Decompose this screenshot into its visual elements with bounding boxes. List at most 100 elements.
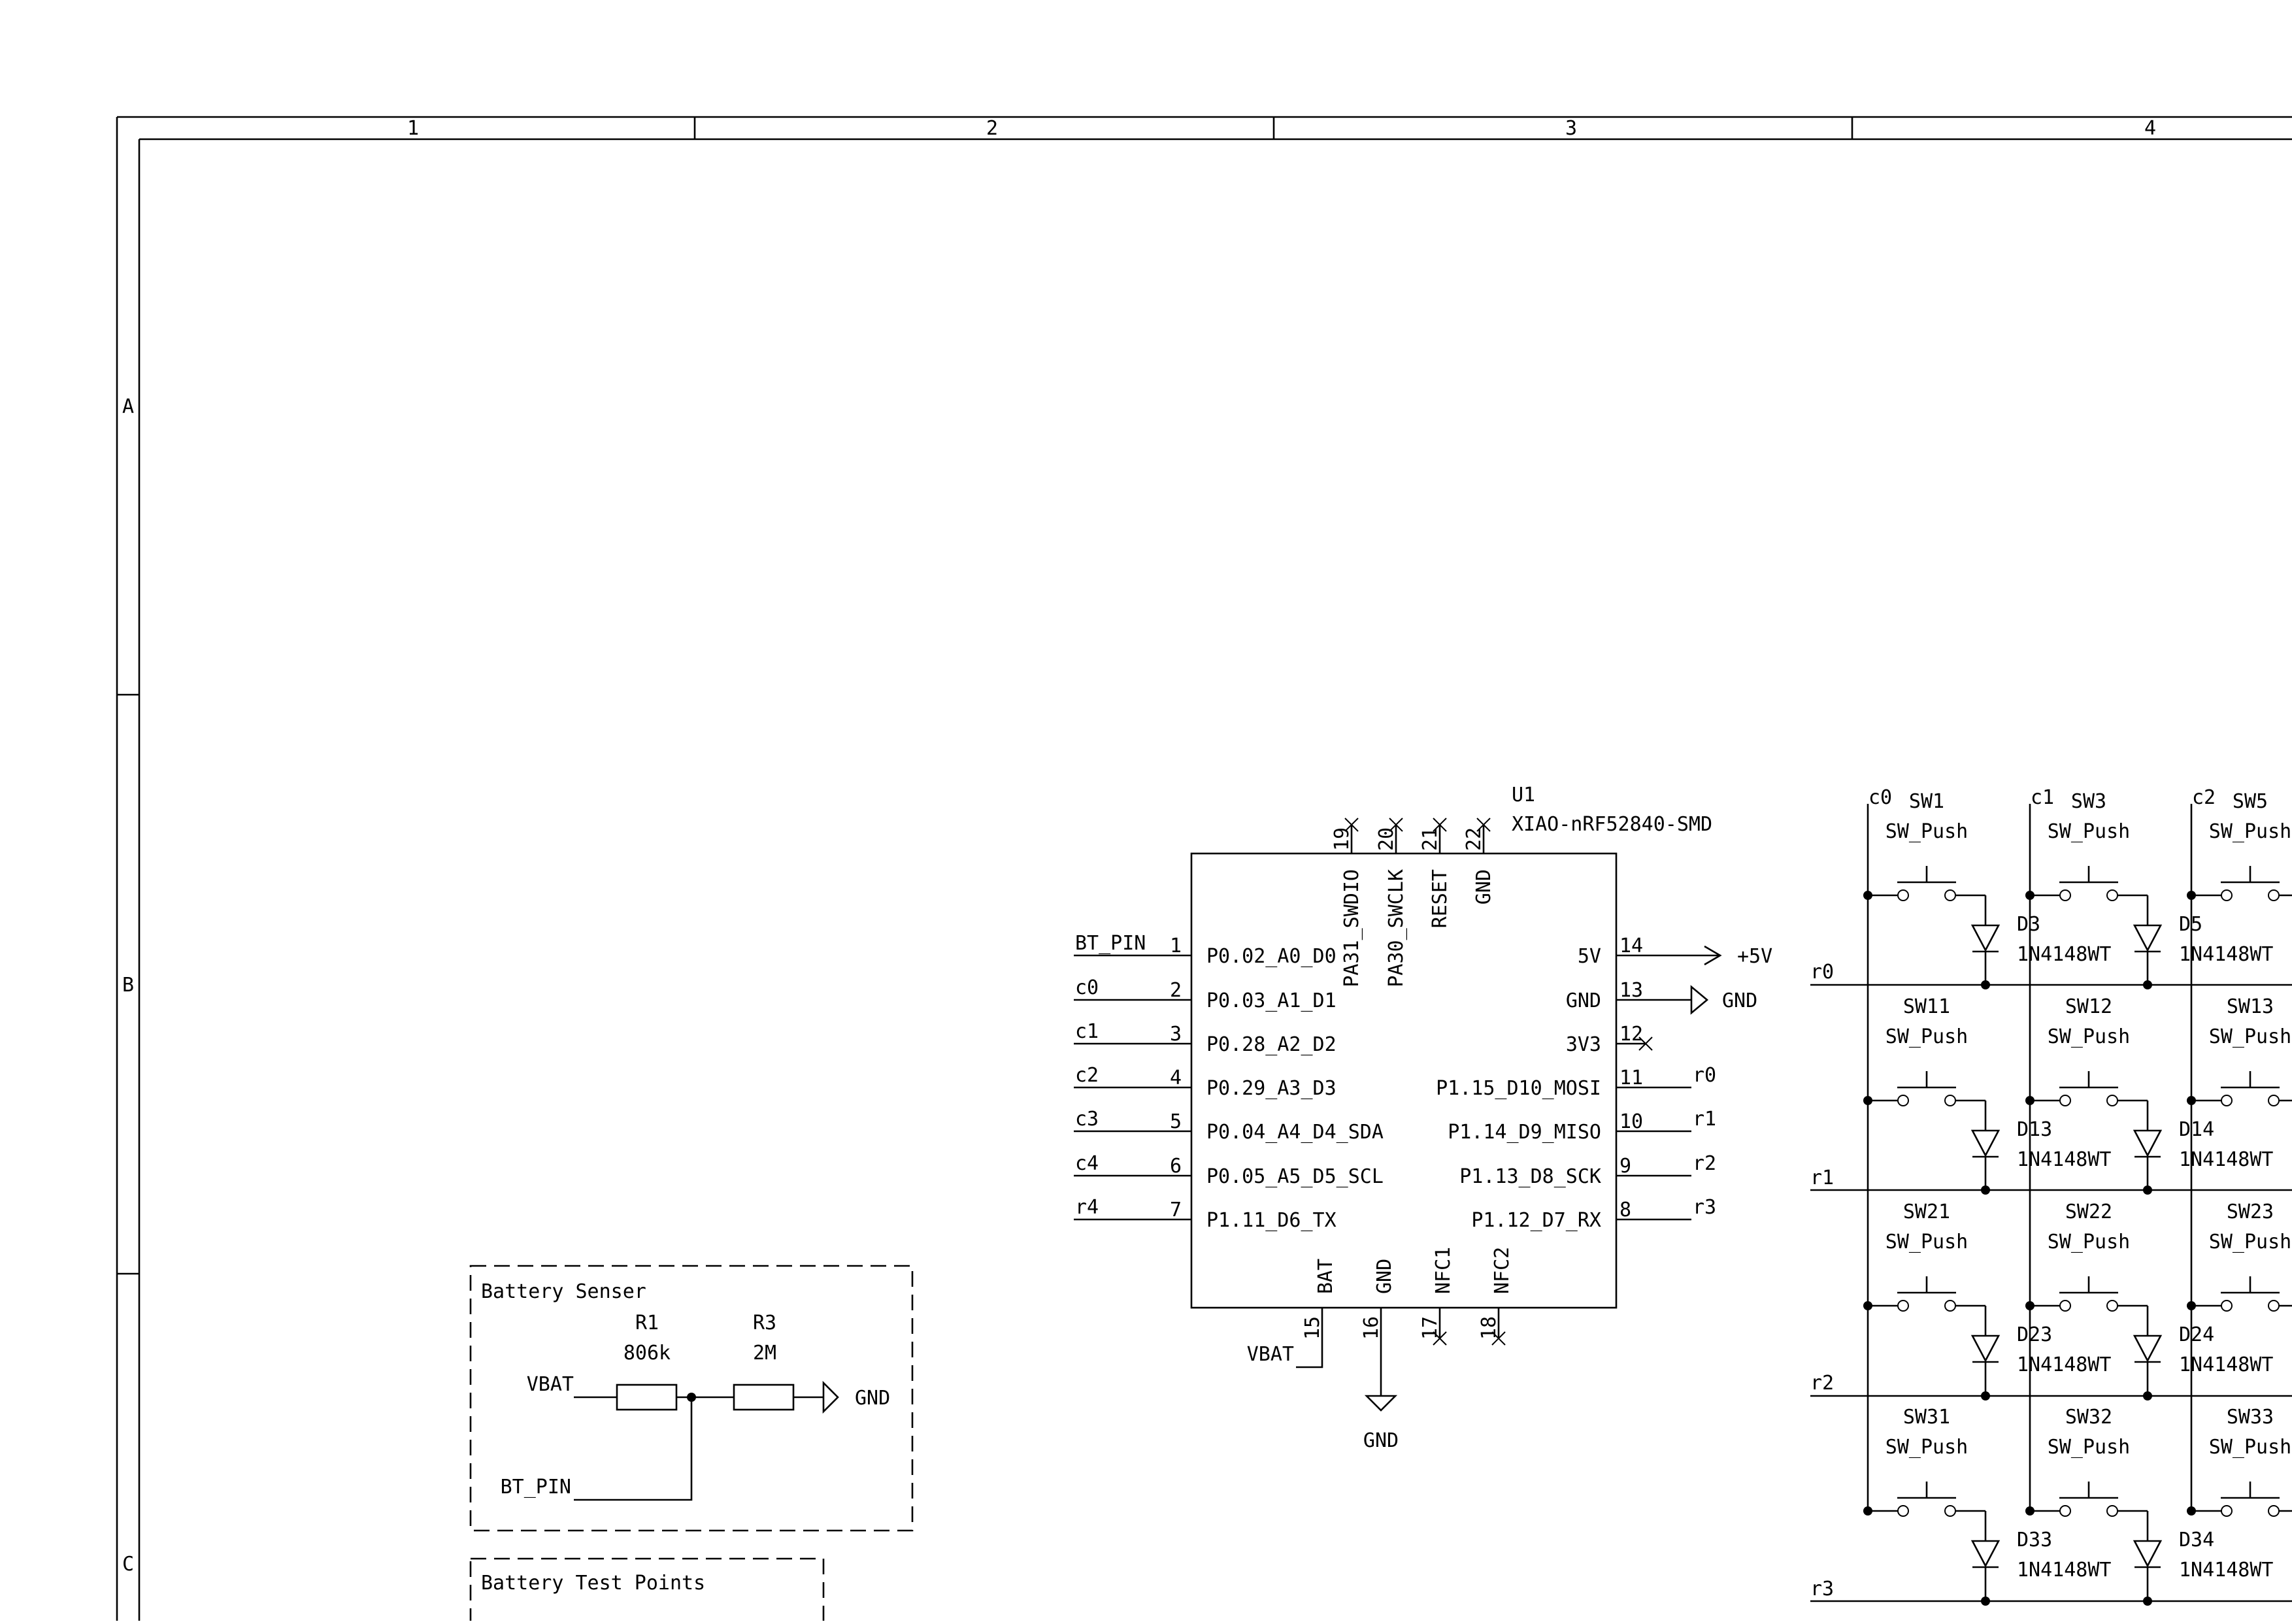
switch-contact — [1897, 1300, 1909, 1312]
diode-reference: D13 — [2017, 1118, 2052, 1141]
diode-value: 1N4148WT — [2017, 943, 2112, 966]
net-label: r4 — [1075, 1196, 1099, 1219]
u1-reference: U1 — [1512, 784, 1535, 806]
u1-pin-number: 14 — [1619, 935, 1643, 957]
diode-reference: D24 — [2179, 1323, 2214, 1346]
row-label-r3: r3 — [1810, 1578, 1834, 1600]
net-label: c3 — [1075, 1108, 1099, 1131]
switch-value: SW_Push — [1885, 1025, 1968, 1048]
u1-pin-name: P0.04_A4_D4_SDA — [1206, 1121, 1384, 1144]
row-label-r0: r0 — [1810, 961, 1834, 984]
net-label: c2 — [1075, 1064, 1099, 1087]
junction-dot — [2143, 1391, 2152, 1400]
u1-left-pin-4: 4 P0.29_A3_D3 c2 — [1074, 1064, 1337, 1100]
u1-right-pin-8: 8 P1.12_D7_RX r3 — [1471, 1196, 1716, 1232]
u1-pin-name: P1.14_D9_MISO — [1448, 1121, 1601, 1144]
switch-value: SW_Push — [2209, 1025, 2291, 1048]
btpin-label: BT_PIN — [501, 1476, 571, 1499]
u1-pin-name: PA30_SWCLK — [1385, 869, 1408, 987]
u1-left-pin-2: 2 P0.03_A1_D1 c0 — [1074, 976, 1337, 1012]
junction-dot — [2143, 1597, 2152, 1606]
switch-contact — [1897, 889, 1909, 901]
r3-reference: R3 — [753, 1312, 776, 1334]
switch-reference: SW22 — [2065, 1201, 2112, 1223]
switch-value: SW_Push — [1885, 1436, 1968, 1459]
u1-top-pin-19: 19 PA31_SWDIO — [1331, 818, 1363, 987]
battery-sensor-title: Battery Senser — [481, 1280, 646, 1303]
u1-pin-number: 8 — [1619, 1199, 1631, 1221]
frame-row-B: B — [122, 974, 134, 997]
u1-body — [1190, 852, 1618, 1309]
u1-pin-number: 9 — [1619, 1155, 1631, 1178]
switch-contact — [1897, 1505, 1909, 1517]
junction-dot — [1981, 1391, 1990, 1400]
diode-reference: D33 — [2017, 1529, 2052, 1551]
diode-body — [2133, 924, 2163, 952]
diode-value: 1N4148WT — [2179, 943, 2274, 966]
switch-reference: SW3 — [2071, 790, 2106, 813]
r3-value: 2M — [753, 1342, 776, 1365]
net-label: c0 — [1075, 976, 1099, 999]
u1-pin-number: 16 — [1360, 1316, 1383, 1340]
diode-body — [1970, 1334, 2001, 1363]
switch-reference: SW31 — [1903, 1406, 1950, 1429]
switch-reference: SW13 — [2227, 995, 2274, 1018]
u1-pin-number: 12 — [1619, 1023, 1643, 1046]
switch-contact — [1944, 1300, 1956, 1312]
u1-bottom-pin-16: 16 GND GND — [1360, 1259, 1399, 1452]
switch-contact — [2221, 1505, 2233, 1517]
battery-sensor-block: Battery Senser R1 806k R3 2M VBAT BT_PIN… — [469, 1265, 914, 1532]
switch-contact — [1944, 889, 1956, 901]
u1-pin-name: PA31_SWDIO — [1340, 869, 1363, 987]
u1-left-pin-7: 7 P1.11_D6_TX r4 — [1074, 1196, 1337, 1232]
u1-pin-name: GND — [1472, 869, 1495, 904]
diode-value: 1N4148WT — [2017, 1353, 2112, 1376]
frame-row-C: C — [122, 1553, 134, 1576]
junction-dot — [1981, 1597, 1990, 1606]
u1-left-pin-5: 5 P0.04_A4_D4_SDA c3 — [1074, 1108, 1384, 1144]
junction-dot — [2143, 980, 2152, 989]
u1-pin-name: P1.11_D6_TX — [1206, 1209, 1337, 1232]
switch-contact — [1944, 1095, 1956, 1106]
u1-left-pin-3: 3 P0.28_A2_D2 c1 — [1074, 1020, 1337, 1056]
u1-pin-number: 3 — [1170, 1023, 1182, 1046]
u1-pin-number: 1 — [1170, 935, 1182, 957]
switch-reference: SW32 — [2065, 1406, 2112, 1429]
battery-test-points-title: Battery Test Points — [481, 1572, 705, 1595]
net-label: r3 — [1693, 1196, 1716, 1219]
net-label: c1 — [1075, 1020, 1099, 1043]
switch-value: SW_Push — [2209, 1231, 2291, 1253]
switch-reference: SW21 — [1903, 1201, 1950, 1223]
switch-value: SW_Push — [2209, 1436, 2291, 1459]
net-label: BT_PIN — [1075, 932, 1146, 955]
u1-xiao-module: U1 XIAO-nRF52840-SMD 1 P0.02_A0_D0 BT_PI… — [1074, 784, 1772, 1452]
diode-reference: D34 — [2179, 1529, 2214, 1551]
u1-value: XIAO-nRF52840-SMD — [1512, 813, 1712, 836]
switch-contact — [2221, 889, 2233, 901]
u1-pin-number: 4 — [1170, 1067, 1182, 1089]
diode-body — [1970, 1540, 2001, 1568]
junction-dot — [1981, 1185, 1990, 1195]
u1-top-pin-20: 20 PA30_SWCLK — [1375, 818, 1408, 987]
gnd-symbol — [822, 1380, 839, 1414]
u1-pin-number: 20 — [1375, 827, 1398, 851]
u1-pin-name: NFC1 — [1432, 1247, 1455, 1294]
power-label-5v: +5V — [1737, 945, 1772, 968]
u1-pin-number: 22 — [1463, 827, 1486, 851]
u1-pin-name: P1.15_D10_MOSI — [1436, 1077, 1601, 1100]
vbat-label: VBAT — [1247, 1343, 1294, 1366]
switch-value: SW_Push — [1885, 820, 1968, 843]
switch-contact — [2268, 889, 2280, 901]
switch-value: SW_Push — [2209, 820, 2291, 843]
switch-contact — [2106, 1300, 2118, 1312]
diode-value: 1N4148WT — [2017, 1559, 2112, 1582]
gnd-label: GND — [1722, 989, 1757, 1012]
frame-column-4: 4 — [2144, 117, 2156, 140]
switch-value: SW_Push — [2048, 1436, 2130, 1459]
switch-contact — [2059, 1095, 2071, 1106]
